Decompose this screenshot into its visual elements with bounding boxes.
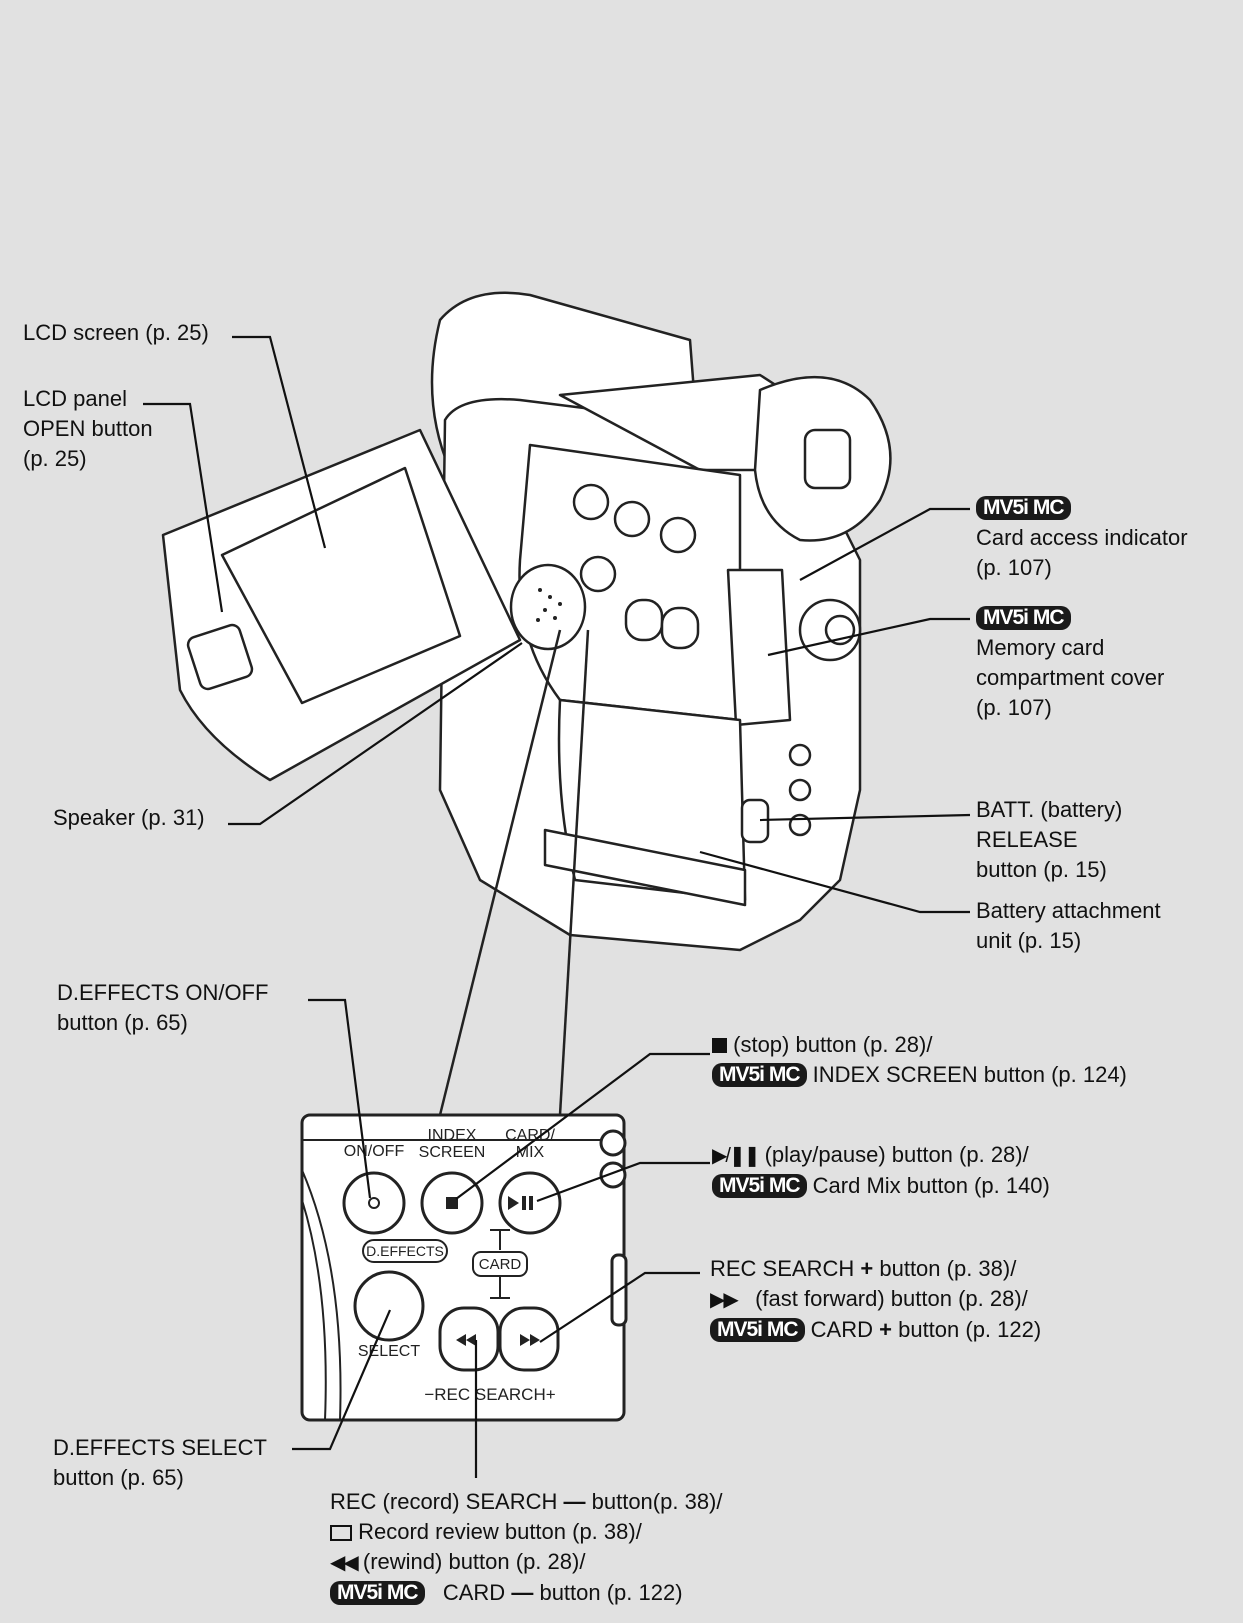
label-deffects-select: D.EFFECTS SELECT button (p. 65) — [53, 1433, 267, 1493]
leader-lcd-screen — [232, 335, 327, 549]
panel-label-cardmix2: MIX — [516, 1144, 545, 1161]
label-deffects-onoff-line2: button (p. 65) — [57, 1010, 188, 1035]
label-deffects-onoff: D.EFFECTS ON/OFF button (p. 65) — [57, 978, 268, 1038]
record-review-icon — [330, 1525, 352, 1541]
viewfinder-window — [803, 428, 852, 490]
minus-icon: — — [563, 1489, 586, 1514]
label-deffects-select-line1: D.EFFECTS SELECT — [53, 1435, 267, 1460]
label-recplus-line2: (fast forward) button (p. 28)/ — [755, 1286, 1028, 1311]
leader-select — [292, 1309, 392, 1451]
deffects-onoff-button — [342, 1171, 406, 1235]
model-badge: MV5i MC — [330, 1581, 425, 1605]
speaker-grille — [509, 563, 587, 651]
label-battery-unit: Battery attachment unit (p. 15) — [976, 896, 1161, 956]
label-batt-line1: BATT. (battery) — [976, 797, 1123, 822]
label-recplus-line1a: REC SEARCH — [710, 1256, 855, 1281]
leader-deffects-onoff — [308, 998, 372, 1199]
panel-label-card: CARD — [479, 1256, 522, 1273]
label-recminus-line2: Record review button (p. 38)/ — [358, 1519, 642, 1544]
rec-search-plus-button — [498, 1306, 560, 1372]
label-deffects-onoff-line1: D.EFFECTS ON/OFF — [57, 980, 269, 1005]
label-battery-unit-line2: unit (p. 15) — [976, 928, 1082, 953]
label-recminus-line4a: CARD — [442, 1580, 506, 1605]
label-recplus-line1b: button (p. 38)/ — [879, 1256, 1017, 1281]
label-card-access: MV5i MC Card access indicator (p. 107) — [976, 493, 1188, 583]
leader-batt — [759, 813, 971, 822]
panel-label-deffects: D.EFFECTS — [366, 1243, 444, 1259]
panel-label-rec-search: −REC SEARCH+ — [424, 1385, 555, 1404]
label-recminus-line3: (rewind) button (p. 28)/ — [362, 1549, 586, 1574]
label-recminus-line4b: button (p. 122) — [539, 1580, 683, 1605]
label-speaker: Speaker (p. 31) — [53, 805, 205, 830]
deffects-select-button — [353, 1270, 425, 1342]
label-play-line2: Card Mix button (p. 140) — [812, 1173, 1050, 1198]
fast-forward-icon: ▶▶ — [710, 1289, 739, 1311]
label-stop: (stop) button (p. 28)/ MV5i MC INDEX SCR… — [712, 1030, 1127, 1090]
label-memory-card-line3: (p. 107) — [976, 695, 1052, 720]
rewind-icon: ◀◀ — [330, 1552, 359, 1574]
plus-icon: + — [879, 1317, 892, 1342]
model-badge: MV5i MC — [712, 1063, 807, 1087]
label-recminus-line1b: button(p. 38)/ — [591, 1489, 723, 1514]
leader-card-access — [799, 507, 970, 581]
label-rec-search-plus: REC SEARCH + button (p. 38)/ ▶▶ (fast fo… — [710, 1254, 1041, 1345]
panel-label-cardmix1: CARD/ — [505, 1127, 555, 1144]
label-play-line1: (play/pause) button (p. 28)/ — [764, 1142, 1029, 1167]
panel-label-select: SELECT — [358, 1343, 420, 1360]
label-lcd-panel-line1: LCD panel — [23, 386, 127, 411]
label-lcd-panel-line3: (p. 25) — [23, 446, 87, 471]
model-badge: MV5i MC — [976, 496, 1071, 520]
label-recplus-line3b: button (p. 122) — [898, 1317, 1042, 1342]
label-memory-card: MV5i MC Memory card compartment cover (p… — [976, 603, 1164, 723]
control-panel-closeup — [300, 1113, 628, 1422]
label-lcd-panel: LCD panel OPEN button (p. 25) — [23, 384, 153, 474]
plus-icon: + — [860, 1256, 874, 1281]
model-badge: MV5i MC — [710, 1318, 805, 1342]
label-battery-unit-line1: Battery attachment — [976, 898, 1161, 923]
label-batt-line2: RELEASE — [976, 827, 1078, 852]
label-memory-card-line2: compartment cover — [976, 665, 1165, 690]
label-deffects-select-line2: button (p. 65) — [53, 1465, 184, 1490]
label-lcd-panel-line2: OPEN button — [23, 416, 153, 441]
leader-play — [536, 1161, 710, 1203]
panel-label-index1: INDEX — [428, 1127, 477, 1144]
label-stop-line2: INDEX SCREEN button (p. 124) — [812, 1062, 1127, 1087]
label-card-access-line2: (p. 107) — [976, 555, 1052, 580]
leader-lcd-panel — [143, 402, 224, 613]
label-batt-line3: button (p. 15) — [976, 857, 1107, 882]
label-memory-card-line1: Memory card — [976, 635, 1105, 660]
label-card-access-line1: Card access indicator — [976, 525, 1188, 550]
panel-label-index2: SCREEN — [419, 1144, 486, 1161]
batt-release-button — [740, 798, 770, 844]
label-batt-release: BATT. (battery) RELEASE button (p. 15) — [976, 795, 1122, 885]
leader-speaker — [228, 642, 523, 826]
label-stop-line1: (stop) button (p. 28)/ — [733, 1032, 933, 1057]
label-play-pause: ▶/❚❚ (play/pause) button (p. 28)/ MV5i M… — [712, 1140, 1050, 1201]
lcd-screen — [220, 466, 462, 705]
label-recplus-line3a: CARD — [810, 1317, 873, 1342]
model-badge: MV5i MC — [976, 606, 1071, 630]
play-pause-icon: ▶/❚❚ — [712, 1145, 760, 1167]
leader-battery-unit — [699, 850, 970, 914]
leader-recplus — [539, 1271, 700, 1343]
lcd-open-button — [186, 623, 254, 691]
label-recminus-line1a: REC (record) SEARCH — [330, 1489, 558, 1514]
panel-label-onoff: ON/OFF — [344, 1143, 405, 1160]
label-rec-search-minus: REC (record) SEARCH — button(p. 38)/ Rec… — [330, 1487, 723, 1608]
stop-icon — [712, 1038, 727, 1053]
memory-card-cover — [726, 568, 792, 727]
minus-icon: — — [511, 1580, 534, 1605]
model-badge: MV5i MC — [712, 1174, 807, 1198]
label-lcd-screen: LCD screen (p. 25) — [23, 320, 209, 345]
leader-stop — [455, 1052, 710, 1200]
leader-memory-card — [767, 617, 970, 657]
